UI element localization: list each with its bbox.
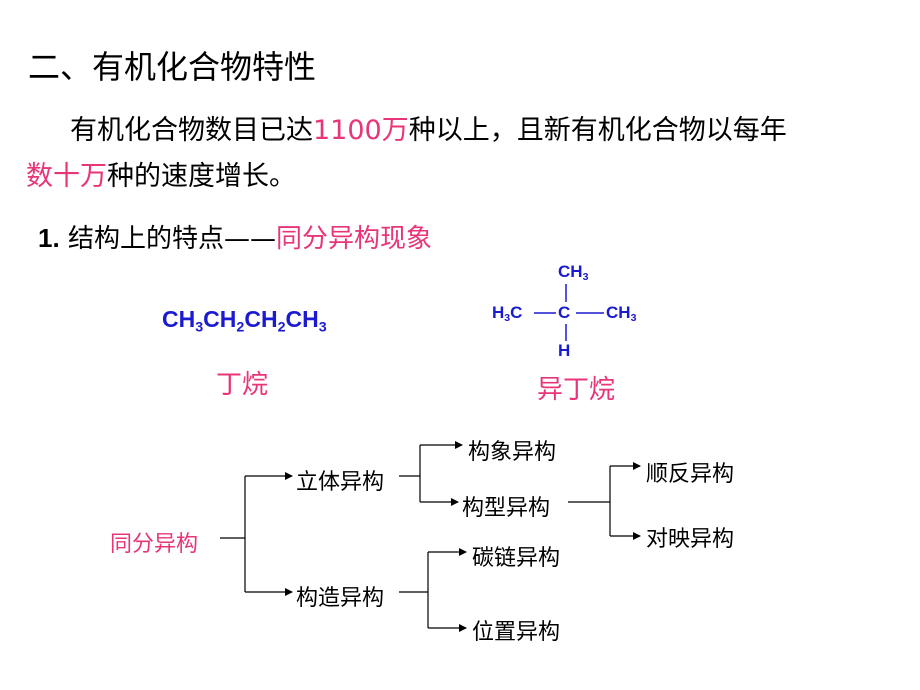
isobutane-center-carbon: C [558, 303, 571, 322]
tree-enantiomers: 对映异构 [646, 527, 735, 552]
isobutane-top-group: CH3 [558, 262, 589, 284]
tree-conformational: 构象异构 [468, 440, 557, 465]
tree-carbon-chain: 碳链异构 [472, 546, 561, 571]
slide-title: 二、有机化合物特性 [28, 48, 317, 86]
isobutane-bonds [534, 284, 604, 341]
intro-line-1: 有机化合物数目已达1100万种以上，且新有机化合物以每年 [70, 108, 787, 147]
tree-position: 位置异构 [472, 620, 561, 645]
tree-lines [220, 441, 641, 632]
isobutane-right-group: CH3 [606, 303, 637, 325]
tree-root: 同分异构 [110, 532, 199, 557]
growth-rate: 数十万 [26, 161, 107, 192]
isobutane-bottom-atom: H [558, 341, 571, 360]
section-number: 1. [38, 223, 60, 253]
intro-part3: 种的速度增长。 [107, 161, 296, 192]
tree-constitutional: 构造异构 [296, 586, 385, 611]
section-label: 结构上的特点—— [67, 224, 276, 254]
intro-part2: 种以上，且新有机化合物以每年 [408, 115, 787, 146]
section-heading: 1. 结构上的特点——同分异构现象 [38, 218, 432, 255]
isobutane-name: 异丁烷 [537, 375, 616, 405]
intro-line-2: 数十万种的速度增长。 [26, 154, 296, 193]
compound-count: 1100万 [313, 115, 409, 146]
butane-formula: CH3CH2CH2CH3 [162, 306, 327, 336]
tree-stereo: 立体异构 [296, 470, 385, 495]
isobutane-left-group: H3C [492, 303, 523, 325]
section-highlight: 同分异构现象 [275, 224, 432, 254]
intro-part1: 有机化合物数目已达 [70, 115, 313, 146]
tree-configurational: 构型异构 [462, 496, 551, 521]
butane-name: 丁烷 [216, 370, 269, 400]
tree-cis-trans: 顺反异构 [646, 462, 735, 487]
